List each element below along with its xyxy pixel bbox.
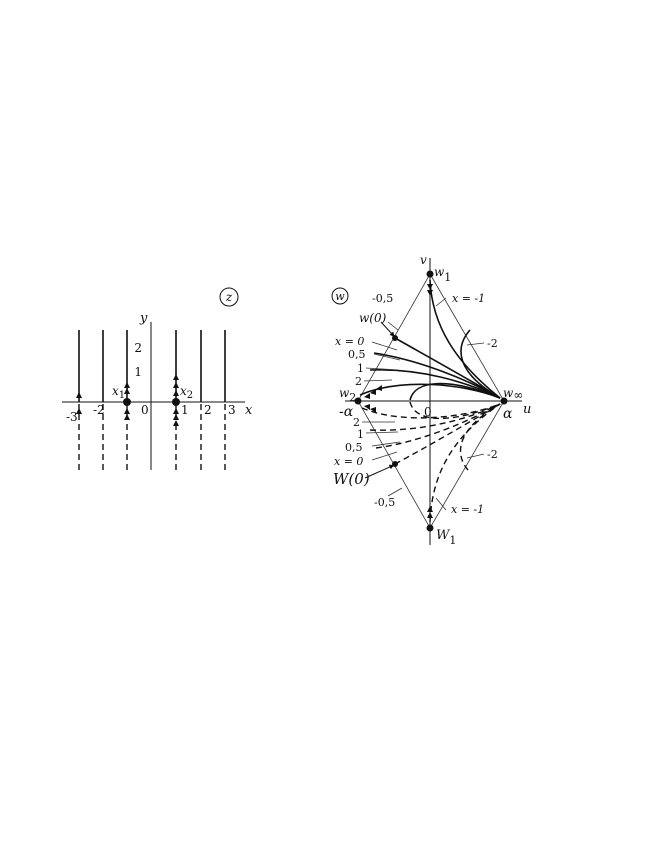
w-upper-label-neg05: -0,5 <box>372 292 393 305</box>
z-label-x1: x1 <box>112 384 125 401</box>
w-lower-label-2: 2 <box>353 416 360 429</box>
w-label-w1: w1 <box>434 265 451 284</box>
w-lower-label-x0: x = 0 <box>334 455 363 468</box>
w-label-w2: w2 <box>339 386 356 404</box>
w-label-W1: W1 <box>436 528 456 547</box>
z-tick-x-1: 1 <box>181 403 189 417</box>
z-badge-label: z <box>225 290 233 304</box>
w-label-leaders <box>362 297 485 511</box>
z-arrowheads <box>76 374 179 426</box>
w-upper-label-05: 0,5 <box>348 348 366 361</box>
w-point-w1 <box>426 270 434 278</box>
w-lower-label-neg2: -2 <box>487 448 498 461</box>
w-plane: w v u 0 w1 W1 w2 w∞ -α α w(0) W(0) -0,5 … <box>331 253 531 547</box>
w-upper-label-2: 2 <box>355 375 362 388</box>
z-point-x1 <box>123 398 131 406</box>
z-tick-y-2: 2 <box>134 341 142 355</box>
w-u-axis-label: u <box>523 402 531 417</box>
w-upper-label-neg2: -2 <box>487 337 498 350</box>
z-tick-x-neg2: -2 <box>93 403 105 417</box>
w-point-w2 <box>354 397 362 405</box>
w-point-winf <box>500 397 508 405</box>
w0-pointer <box>380 321 395 337</box>
w-arrowheads <box>364 284 433 518</box>
w-badge-circle <box>331 287 349 305</box>
z-tick-x-neg3: -3 <box>66 410 78 424</box>
w-label-alpha-neg: -α <box>339 404 354 420</box>
w-lower-label-neg05: -0,5 <box>374 496 395 509</box>
W0-pointer <box>364 464 395 479</box>
z-label-x2: x2 <box>180 384 193 401</box>
w-lower-label-1: 1 <box>357 428 364 441</box>
w-lower-label-x-neg1: x = -1 <box>451 503 484 516</box>
z-tick-x-0: 0 <box>141 403 149 417</box>
z-point-x2 <box>172 398 180 406</box>
w-label-w0: w(0) <box>359 311 387 325</box>
w-lower-curves <box>361 401 501 523</box>
w-label-alpha-pos: α <box>503 406 513 422</box>
z-solid-lines <box>78 330 226 402</box>
w-point-W1 <box>426 524 434 532</box>
w-label-winf: w∞ <box>503 386 523 402</box>
z-tick-x-2: 2 <box>204 403 212 417</box>
w-upper-curves <box>359 279 501 401</box>
z-tick-x-3: 3 <box>228 403 236 417</box>
w-upper-label-x0: x = 0 <box>335 335 364 348</box>
z-badge-circle <box>219 287 239 307</box>
z-y-axis-label: y <box>139 311 148 326</box>
w-upper-label-1: 1 <box>357 362 364 375</box>
w-point-W0 <box>392 461 398 467</box>
w-upper-label-x-neg1: x = -1 <box>452 292 485 305</box>
w-point-w0 <box>392 335 398 341</box>
w-origin-label: 0 <box>424 405 432 419</box>
w-lower-label-05: 0,5 <box>345 441 363 454</box>
w-v-axis-label: v <box>420 253 427 267</box>
z-x-axis-label: x <box>245 403 253 418</box>
z-tick-y-1: 1 <box>134 365 142 379</box>
w-badge-label: w <box>335 290 345 303</box>
z-plane: z y x 2 1 -3 -2 0 1 2 3 x1 x2 <box>62 287 253 470</box>
w-label-W0: W(0) <box>333 470 370 488</box>
